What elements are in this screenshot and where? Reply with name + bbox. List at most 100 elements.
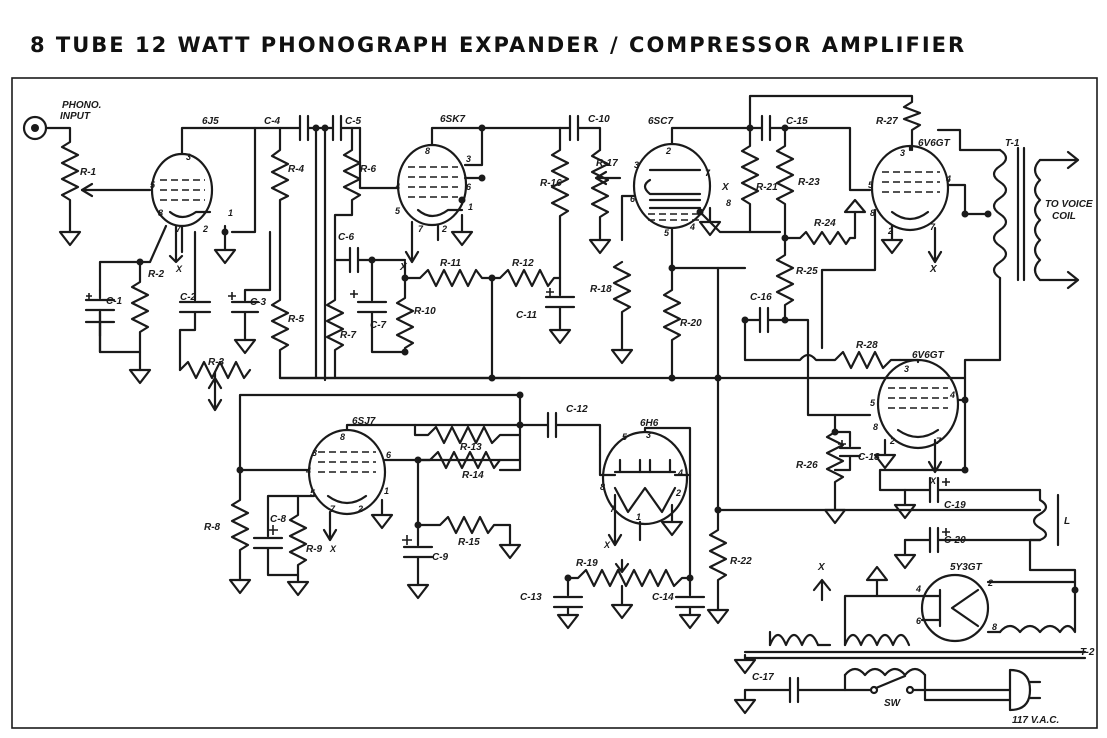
r5-label: R-5 [288, 314, 305, 325]
pin-mark-v7-5: 5 [622, 432, 628, 442]
pin-mark-v6-5: 5 [310, 488, 316, 498]
c13-label: C-13 [520, 592, 542, 603]
pin-mark-v5-3: 3 [904, 364, 909, 374]
pin-mark-v7-7: 7 [610, 504, 616, 514]
pin-mark-v4-8: 8 [870, 208, 875, 218]
v4-label: 6V6GT [918, 138, 951, 149]
mains-input [733, 668, 1042, 715]
r20-label: R-20 [680, 318, 702, 329]
v8-label: 5Y3GT [950, 562, 983, 573]
c18-label: C-18 [858, 452, 880, 463]
x-mark-3: X [929, 264, 938, 275]
r24-label: R-24 [814, 218, 836, 229]
pin-mark-v1-8: 8 [158, 208, 163, 218]
resistor-r6 [333, 126, 362, 292]
v1-label: 6J5 [202, 116, 219, 127]
pin-mark-v6-7: 7 [330, 504, 336, 514]
capacitor-c10-r16-c11 [544, 114, 602, 345]
pin-mark-v3-3: 3 [634, 160, 639, 170]
switch-label: SW [884, 698, 902, 709]
pin-mark-v2-8: 8 [425, 146, 430, 156]
v6-label: 6SJ7 [352, 416, 376, 427]
pin-mark-v5-2: 2 [889, 436, 895, 446]
pin-mark-v3-2: 2 [665, 146, 671, 156]
c6-label: C-6 [338, 232, 355, 243]
capacitor-c12 [498, 391, 602, 472]
r26-label: R-26 [796, 460, 818, 471]
c3-label: C-3 [250, 297, 267, 308]
t1-label: T-1 [1005, 138, 1020, 149]
pin-mark-v1-2: 2 [202, 224, 208, 234]
c9-label: C-9 [432, 552, 449, 563]
c10-label: C-10 [588, 114, 610, 125]
pin-mark-v4-5: 5 [868, 180, 874, 190]
r1-label: R-1 [80, 167, 97, 178]
pin-mark-v7-1: 1 [636, 512, 641, 522]
c1-label: C-1 [106, 296, 123, 307]
tube-v5-6v6gt [873, 358, 969, 474]
r8-label: R-8 [204, 522, 221, 533]
v7-label: 6H6 [640, 418, 659, 429]
pin-mark-v2-4: 4 [394, 182, 400, 192]
t2-label: T-2 [1080, 647, 1095, 658]
pin-mark-v2-1: 1 [468, 202, 473, 212]
x-mark-5: X [329, 544, 337, 554]
c16-label: C-16 [750, 292, 772, 303]
potentiometer-r17 [588, 148, 622, 255]
x-mark-7: X [175, 264, 183, 274]
tube-v3-6sc7 [610, 126, 782, 380]
pin-mark-v6-8: 8 [340, 432, 345, 442]
pin-mark-v8-2: 2 [987, 578, 993, 588]
phono-input-jack [22, 115, 82, 247]
r19-label: R-19 [576, 558, 598, 569]
c8-label: C-8 [270, 514, 287, 525]
c19-label: C-19 [944, 500, 966, 511]
x-mark-4: X [817, 562, 826, 573]
pin-mark-v1-3: 3 [186, 152, 191, 162]
r25-label: R-25 [796, 266, 818, 277]
pin-mark-v2-5: 5 [395, 206, 401, 216]
pin-mark-v6-6: 6 [386, 450, 392, 460]
pin-mark-v7-4: 4 [677, 468, 683, 478]
c5-label: C-5 [345, 116, 362, 127]
agc-network [325, 246, 562, 382]
r6-label: R-6 [360, 164, 377, 175]
c15-label: C-15 [786, 116, 808, 127]
pin-mark-v7-8: 8 [600, 482, 605, 492]
capacitor-c2-and-r3 [178, 230, 252, 412]
tube-v2-6sk7 [358, 124, 562, 264]
pin-mark-v1-7: 7 [176, 224, 182, 234]
x-mark-1: X [399, 262, 408, 273]
r3-label: R-3 [208, 357, 225, 368]
resistor-r4-r5 [270, 126, 522, 380]
pin-mark-v5-8: 8 [873, 422, 878, 432]
c20-label: C-20 [944, 535, 966, 546]
mains-label: 117 V.A.C. [1012, 715, 1059, 726]
pin-mark-v2-6: 6 [466, 182, 472, 192]
pin-mark-v2-7: 7 [418, 224, 424, 234]
pin-mark-v8-8: 8 [992, 622, 997, 632]
pin-mark-v1-1: 1 [228, 208, 233, 218]
to-voice-label-1: TO VOICE [1045, 199, 1093, 210]
pin-mark-v3-5: 5 [664, 228, 670, 238]
tube-v8-5y3gt [920, 573, 1077, 643]
tube-v4-6v6gt [820, 144, 992, 350]
r7-label: R-7 [340, 330, 357, 341]
pin-mark-v4-2: 2 [887, 226, 893, 236]
pin-mark-v3-4: 4 [689, 222, 695, 232]
tube-v7-6h6 [598, 426, 692, 547]
capacitor-c3 [228, 230, 272, 355]
pin-mark-v8-4: 4 [915, 584, 921, 594]
c4-label: C-4 [264, 116, 281, 127]
x-mark-2: X [721, 182, 730, 193]
pin-mark-v6-4: 4 [305, 466, 311, 476]
pin-mark-v2-2: 2 [441, 224, 447, 234]
r2-label: R-2 [148, 269, 165, 280]
choke-label: L [1064, 516, 1070, 527]
r23-label: R-23 [798, 177, 820, 188]
pin-mark-v2-3: 3 [466, 154, 471, 164]
pin-mark-v4-4: 4 [945, 174, 951, 184]
pin-mark-v6-1: 1 [384, 486, 389, 496]
pin-mark-v6-2: 2 [357, 504, 363, 514]
